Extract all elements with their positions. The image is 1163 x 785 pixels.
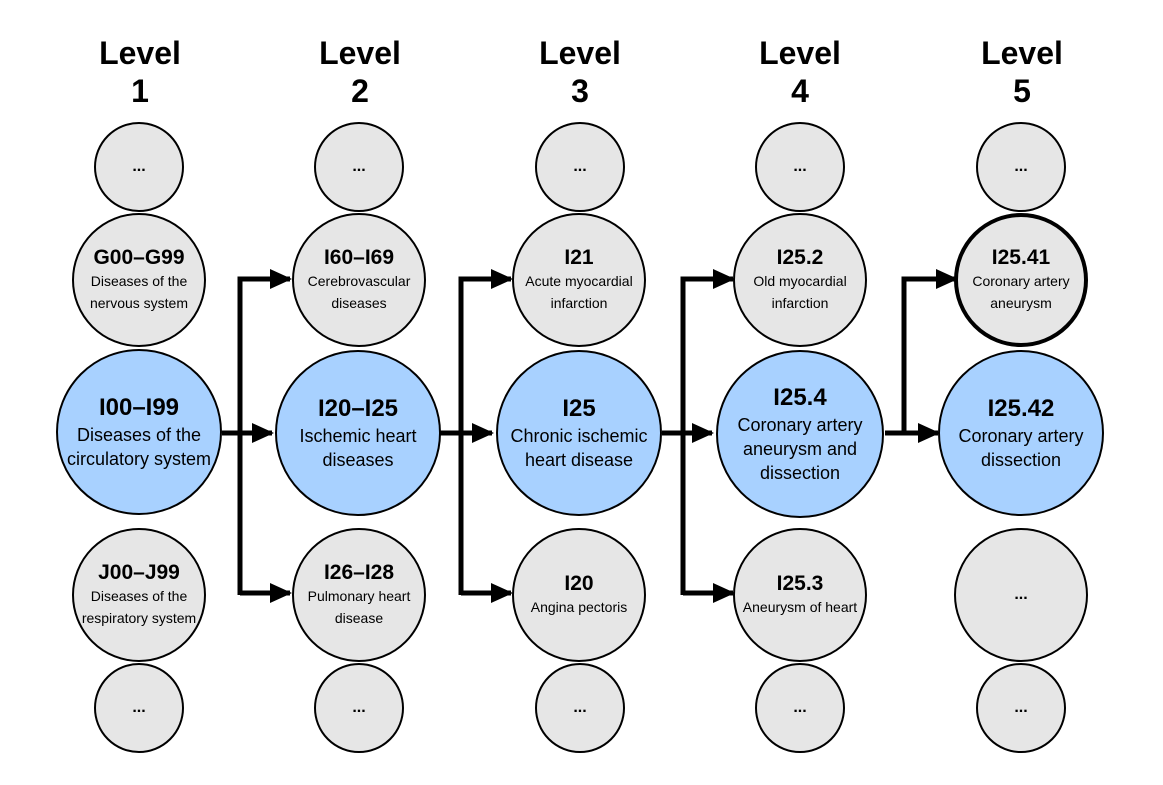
node-i25-41: I25.41 Coronary artery aneurysm [954,213,1088,347]
node-l2-ellipsis-top: ... [314,122,404,212]
node-i25: I25 Chronic ischemic heart disease [496,350,662,516]
connector-l1-branch [237,269,292,595]
node-i00-i99: I00–I99 Diseases of the circulatory syst… [56,349,222,515]
node-g00-g99: G00–G99 Diseases of the nervous system [72,213,206,347]
node-l3-ellipsis-top: ... [535,122,625,212]
node-l1-ellipsis-bottom: ... [94,663,184,753]
node-l4-ellipsis-bottom: ... [755,663,845,753]
connector-l3-branch [680,269,735,595]
level-1-number: 1 [131,73,149,109]
connector-l2-branch [458,269,513,595]
node-i20: I20 Angina pectoris [512,528,646,662]
node-i25-4: I25.4 Coronary artery aneurysm and disse… [716,350,884,518]
level-5-header: Level 5 [942,34,1102,110]
level-4-word: Level [759,35,841,71]
node-j00-j99: J00–J99 Diseases of the respiratory syst… [72,528,206,662]
node-i25-42: I25.42 Coronary artery dissection [938,350,1104,516]
level-3-header: Level 3 [500,34,660,110]
node-i26-i28: I26–I28 Pulmonary heart disease [292,528,426,662]
node-i21: I21 Acute myocardial infarction [512,213,646,347]
node-l5-ellipsis-bottom: ... [976,663,1066,753]
level-2-word: Level [319,35,401,71]
level-4-header: Level 4 [720,34,880,110]
level-1-header: Level 1 [60,34,220,110]
node-l3-ellipsis-bottom: ... [535,663,625,753]
node-l2-ellipsis-bottom: ... [314,663,404,753]
connector-l4-branch [901,269,958,435]
node-i25-3: I25.3 Aneurysm of heart [733,528,867,662]
level-3-number: 3 [571,73,589,109]
node-i60-i69: I60–I69 Cerebrovascular diseases [292,213,426,347]
level-2-header: Level 2 [280,34,440,110]
node-l5-ellipsis-middle: ... [954,528,1088,662]
node-l4-ellipsis-top: ... [755,122,845,212]
level-2-number: 2 [351,73,369,109]
level-1-word: Level [99,35,181,71]
node-i25-2: I25.2 Old myocardial infarction [733,213,867,347]
level-4-number: 4 [791,73,809,109]
node-l5-ellipsis-top: ... [976,122,1066,212]
level-5-word: Level [981,35,1063,71]
node-l1-ellipsis-top: ... [94,122,184,212]
level-3-word: Level [539,35,621,71]
level-5-number: 5 [1013,73,1031,109]
node-i20-i25: I20–I25 Ischemic heart diseases [275,350,441,516]
